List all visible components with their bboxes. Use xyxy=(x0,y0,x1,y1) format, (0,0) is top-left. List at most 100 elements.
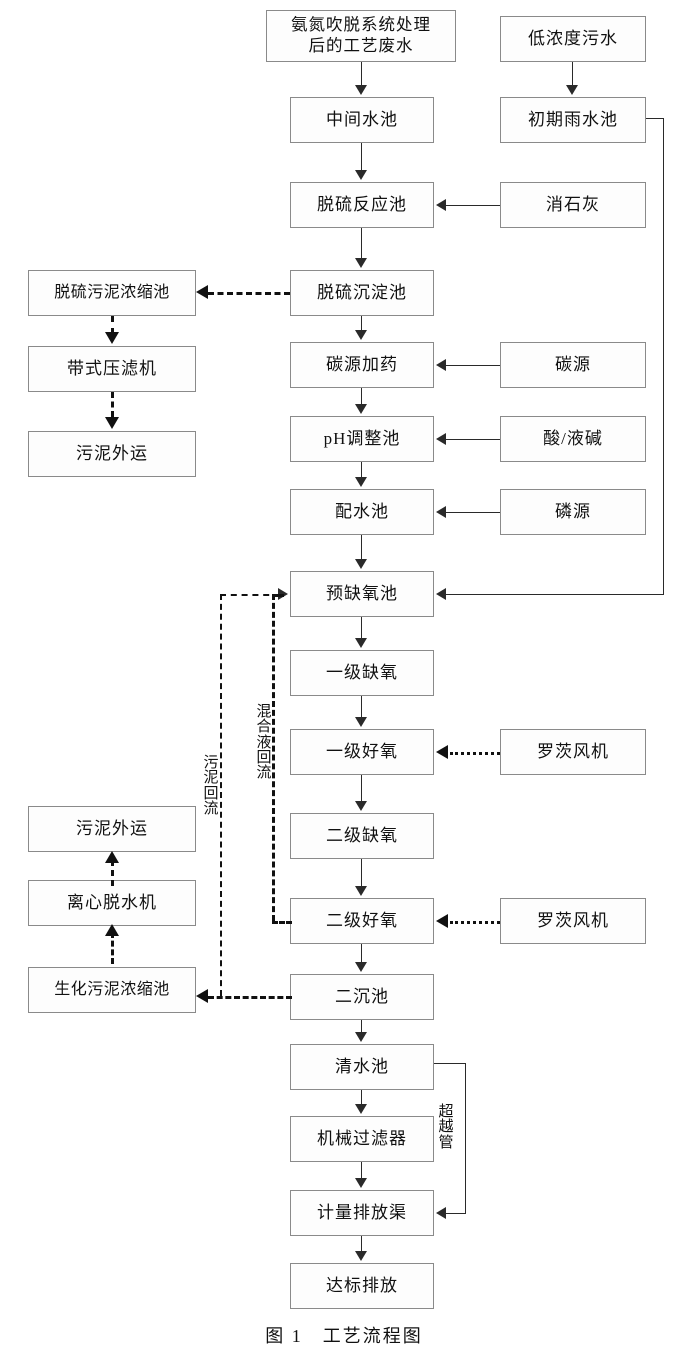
arrowhead-down xyxy=(355,1104,367,1114)
air-line-blower-1 xyxy=(450,752,500,755)
arrowhead-left xyxy=(436,588,446,600)
node-intermediate-pool: 中间水池 xyxy=(290,97,434,143)
arrowhead-down xyxy=(105,332,119,344)
node-compliant-discharge: 达标排放 xyxy=(290,1263,434,1309)
node-clean-water-pool: 清水池 xyxy=(290,1044,434,1090)
arrowhead-left xyxy=(436,199,446,211)
node-mechanical-filter: 机械过滤器 xyxy=(290,1116,434,1162)
mixed-liquor-return-top-horizontal xyxy=(272,594,284,597)
node-sludge-transport-top: 污泥外运 xyxy=(28,431,196,477)
node-roots-blower-1: 罗茨风机 xyxy=(500,729,646,775)
label-mixed-liquor-c3: 液 xyxy=(256,734,272,751)
node-primary-anoxic: 一级缺氧 xyxy=(290,650,434,696)
node-acid-liquid-alkali: 酸/液碱 xyxy=(500,416,646,462)
node-process-wastewater: 氨氮吹脱系统处理 后的工艺废水 xyxy=(266,10,456,62)
bypass-top-horizontal xyxy=(434,1063,466,1064)
arrowhead-down xyxy=(355,258,367,268)
arrowhead-down xyxy=(355,886,367,896)
node-secondary-aerobic: 二级好氧 xyxy=(290,898,434,944)
node-metering-discharge-channel: 计量排放渠 xyxy=(290,1190,434,1236)
node-sludge-transport-bottom: 污泥外运 xyxy=(28,806,196,852)
node-secondary-clarifier: 二沉池 xyxy=(290,974,434,1020)
node-belt-filter-press: 带式压滤机 xyxy=(28,346,196,392)
mixed-liquor-return-bottom-horizontal xyxy=(272,921,292,924)
arrowhead-down xyxy=(355,559,367,569)
connector-lowconc-to-rainpool xyxy=(572,62,573,87)
arrowhead-left xyxy=(436,506,446,518)
label-mixed-liquor-c1: 混 xyxy=(256,704,272,720)
node-desulfurization-sedimentation-pool: 脱硫沉淀池 xyxy=(290,270,434,316)
connector-rainpool-to-preanoxic xyxy=(446,594,664,595)
label-mixed-liquor-c4: 回 xyxy=(256,749,272,766)
node-initial-rain-pool: 初期雨水池 xyxy=(500,97,646,143)
arrowhead-down xyxy=(355,170,367,180)
node-roots-blower-2: 罗茨风机 xyxy=(500,898,646,944)
connector-acid-to-ph xyxy=(446,439,500,440)
sludge-line-sedimentation-to-thickener xyxy=(208,292,290,295)
label-bypass-c3: 管 xyxy=(438,1134,454,1151)
connector-reaction-to-sedimentation xyxy=(361,228,362,260)
connector-intermediate-to-desulf-reaction xyxy=(361,143,362,172)
node-secondary-anoxic: 二级缺氧 xyxy=(290,813,434,859)
connector-distribution-to-preanoxic xyxy=(361,535,362,561)
connector-carbon-to-dosing xyxy=(446,365,500,366)
node-biochemical-sludge-thickener: 生化污泥浓缩池 xyxy=(28,967,196,1013)
connector-clarifier-to-clean-water xyxy=(361,1020,362,1034)
arrowhead-down xyxy=(355,1251,367,1261)
arrowhead-down xyxy=(355,1178,367,1188)
arrowhead-down xyxy=(355,962,367,972)
bypass-bottom-horizontal xyxy=(446,1213,466,1214)
sludge-line-thickener-to-press xyxy=(111,316,114,334)
arrowhead-left xyxy=(196,285,208,299)
arrowhead-down xyxy=(566,85,578,95)
connector-filter-to-metering xyxy=(361,1162,362,1180)
node-carbon-source-dosing: 碳源加药 xyxy=(290,342,434,388)
arrowhead-down xyxy=(105,417,119,429)
bypass-vertical xyxy=(465,1063,466,1213)
arrowhead-down xyxy=(355,638,367,648)
label-sludge-return: 污 泥 回 流 xyxy=(202,755,220,817)
arrowhead-left xyxy=(436,745,448,759)
connector-secondary-anoxic-to-aerobic xyxy=(361,859,362,888)
sludge-line-bio-thickener-to-dehydrator xyxy=(111,932,114,964)
connector-secondary-aerobic-to-clarifier xyxy=(361,944,362,964)
arrowhead-down xyxy=(355,1032,367,1042)
arrowhead-left xyxy=(436,914,448,928)
arrowhead-down xyxy=(355,330,367,340)
connector-sedimentation-to-carbon-dosing xyxy=(361,316,362,332)
node-phosphorus-source: 磷源 xyxy=(500,489,646,535)
arrowhead-left xyxy=(436,359,446,371)
arrowhead-left xyxy=(436,433,446,445)
connector-rainpool-out xyxy=(646,118,664,119)
label-bypass-pipe: 超 越 管 xyxy=(437,1104,455,1151)
connector-phosphorus-to-distribution xyxy=(446,512,500,513)
node-desulfurization-sludge-thickener: 脱硫污泥浓缩池 xyxy=(28,270,196,316)
arrowhead-down xyxy=(355,85,367,95)
arrowhead-up xyxy=(105,851,119,863)
arrowhead-left xyxy=(436,1207,446,1219)
connector-rainpool-down xyxy=(663,118,664,594)
label-sludge-return-c3: 回 xyxy=(203,785,219,802)
arrowhead-up xyxy=(105,924,119,936)
label-mixed-liquor-return: 混 合 液 回 流 xyxy=(255,704,273,782)
label-sludge-return-c2: 泥 xyxy=(203,770,219,787)
label-bypass-c2: 越 xyxy=(438,1119,454,1136)
connector-metering-to-discharge xyxy=(361,1236,362,1253)
connector-carbon-to-ph xyxy=(361,388,362,406)
label-mixed-liquor-c5: 流 xyxy=(256,765,272,782)
air-line-blower-2 xyxy=(450,921,500,924)
node-ph-adjustment-pool: pH调整池 xyxy=(290,416,434,462)
arrowhead-left xyxy=(196,989,208,1003)
connector-preanoxic-to-primary-anoxic xyxy=(361,617,362,640)
node-carbon-source: 碳源 xyxy=(500,342,646,388)
connector-lime-to-reaction xyxy=(446,205,500,206)
node-low-concentration-sewage: 低浓度污水 xyxy=(500,16,646,62)
connector-primary-anoxic-to-aerobic xyxy=(361,696,362,719)
connector-primary-aerobic-to-secondary-anoxic xyxy=(361,775,362,803)
node-water-distribution-pool: 配水池 xyxy=(290,489,434,535)
mixed-liquor-return-vertical xyxy=(272,594,275,921)
sludge-return-top-horizontal xyxy=(220,594,280,596)
label-bypass-c1: 超 xyxy=(438,1104,454,1120)
sludge-line-clarifier-to-bio-thickener xyxy=(208,996,292,999)
connector-ph-to-distribution xyxy=(361,462,362,479)
